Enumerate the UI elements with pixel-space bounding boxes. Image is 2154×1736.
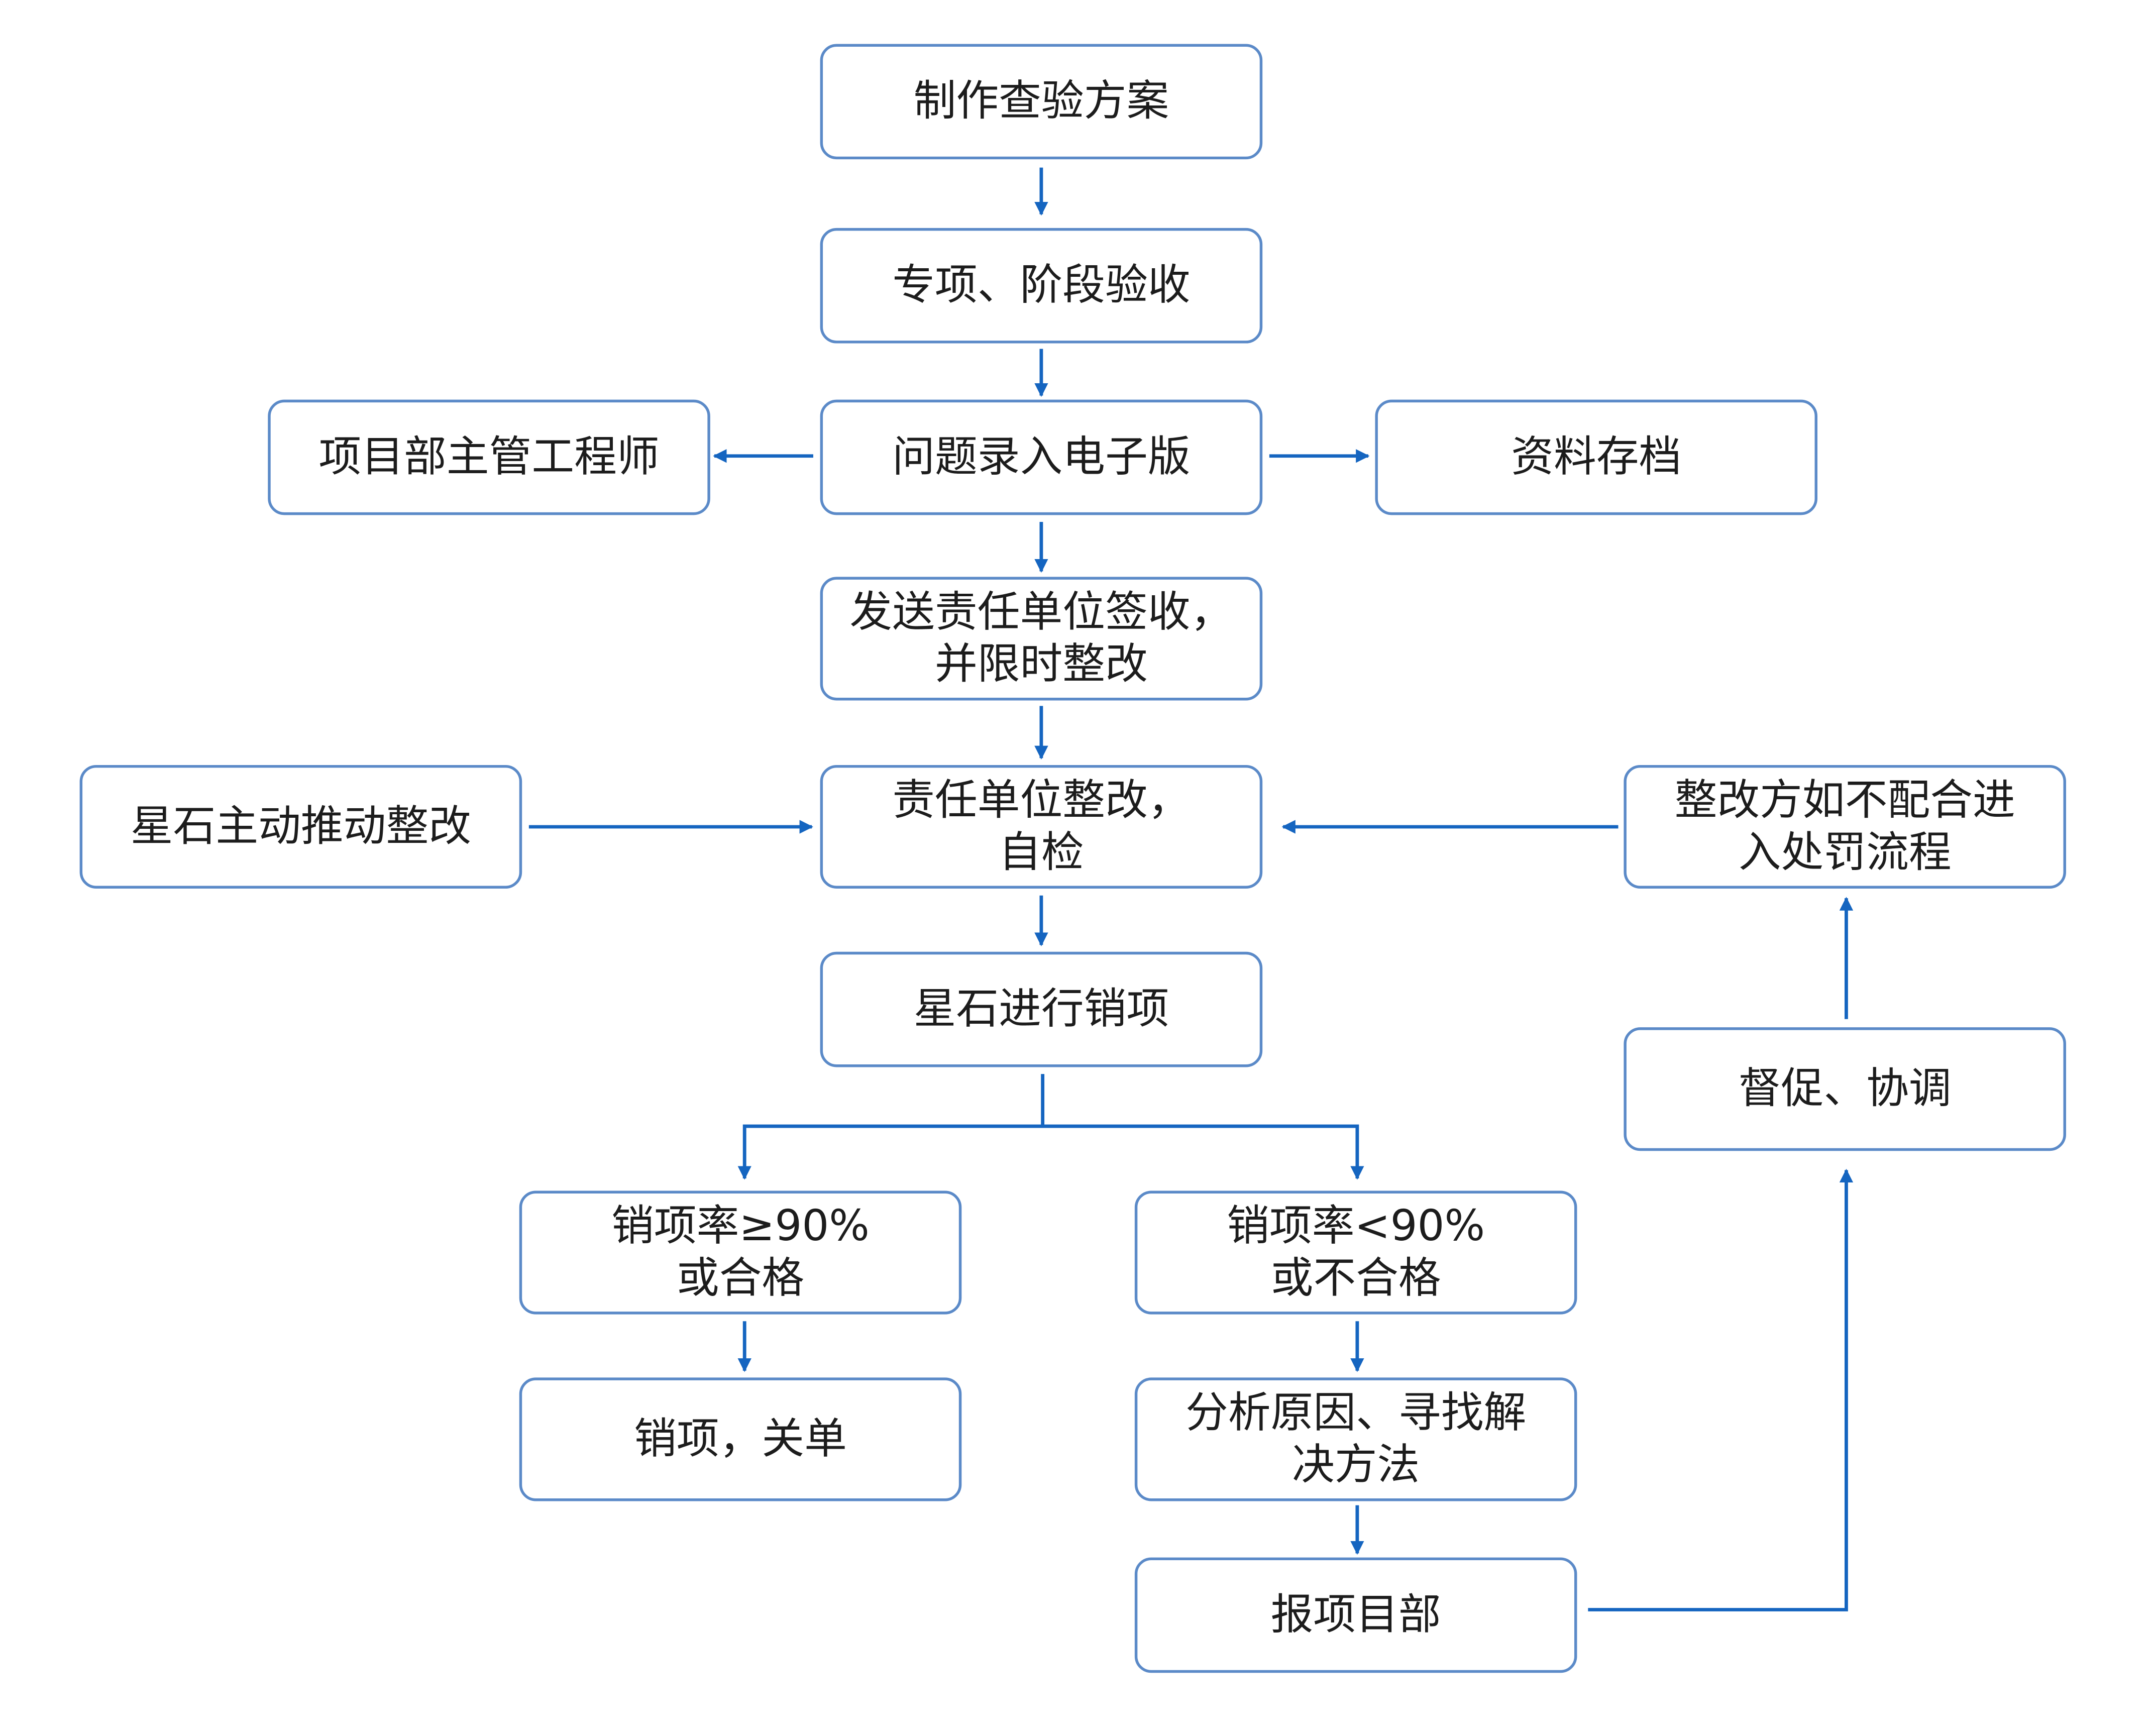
- node-project-engineer-text: 项目部主管工程师: [318, 432, 660, 482]
- arrow-close-to-fail: [1042, 1124, 1364, 1180]
- node-close-order-text: 销项，关单: [634, 1415, 847, 1464]
- node-rate-pass-line1: 销项率≥90%: [611, 1202, 870, 1251]
- node-rate-pass: 销项率≥90% 或合格: [519, 1190, 962, 1315]
- node-penalty-line1: 整改方如不配合进: [1674, 776, 2015, 826]
- node-penalty-line2: 入处罚流程: [1738, 828, 1952, 878]
- arrow-close-to-pass: [737, 1074, 1045, 1180]
- node-close-items: 星石进行销项: [820, 951, 1263, 1067]
- node-analyze-line1: 分析原因、寻找解: [1186, 1388, 1527, 1438]
- node-send-sign-line1: 发送责任单位签收，: [849, 588, 1233, 637]
- node-report-dept: 报项目部: [1134, 1557, 1577, 1673]
- node-archive: 资料存档: [1375, 399, 1818, 515]
- node-rate-fail-line2: 或不合格: [1270, 1254, 1441, 1304]
- node-supervise-text: 督促、协调: [1738, 1064, 1952, 1114]
- node-rectify-self-check: 责任单位整改， 自检: [820, 765, 1263, 889]
- node-archive-text: 资料存档: [1511, 432, 1682, 482]
- arrow-report-to-supervise: [1588, 1168, 1854, 1611]
- node-send-sign-line2: 并限时整改: [934, 640, 1148, 690]
- node-rectify-self-check-line1: 责任单位整改，: [892, 776, 1191, 826]
- node-close-order: 销项，关单: [519, 1377, 962, 1501]
- node-rectify-self-check-line2: 自检: [999, 828, 1084, 878]
- node-acceptance-text: 专项、阶段验收: [892, 261, 1191, 310]
- node-project-engineer: 项目部主管工程师: [268, 399, 710, 515]
- node-close-items-text: 星石进行销项: [913, 985, 1169, 1034]
- node-acceptance: 专项、阶段验收: [820, 228, 1263, 344]
- node-analyze: 分析原因、寻找解 决方法: [1134, 1377, 1577, 1501]
- node-xingshi-push: 星石主动推动整改: [79, 765, 522, 889]
- node-analyze-line2: 决方法: [1291, 1441, 1420, 1490]
- node-supervise: 督促、协调: [1624, 1027, 2066, 1151]
- node-rate-fail: 销项率<90% 或不合格: [1134, 1190, 1577, 1315]
- node-rate-fail-line1: 销项率<90%: [1227, 1202, 1485, 1251]
- node-report-dept-text: 报项目部: [1270, 1590, 1441, 1640]
- node-rate-pass-line2: 或合格: [676, 1254, 805, 1304]
- node-xingshi-push-text: 星石主动推动整改: [130, 802, 472, 852]
- node-record-issues-text: 问题录入电子版: [892, 432, 1191, 482]
- node-make-plan: 制作查验方案: [820, 44, 1263, 160]
- node-make-plan-text: 制作查验方案: [913, 77, 1169, 127]
- node-send-sign: 发送责任单位签收， 并限时整改: [820, 577, 1263, 701]
- node-penalty: 整改方如不配合进 入处罚流程: [1624, 765, 2066, 889]
- node-record-issues: 问题录入电子版: [820, 399, 1263, 515]
